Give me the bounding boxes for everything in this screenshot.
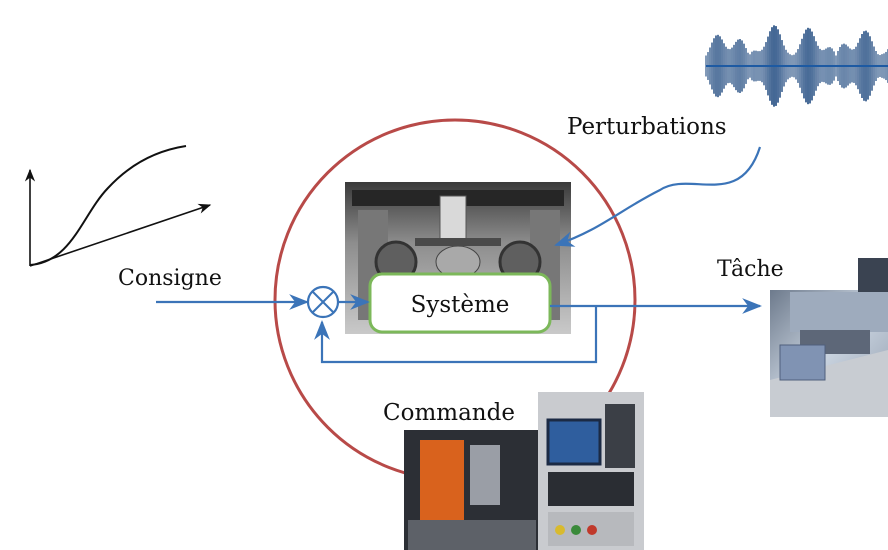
input-label: Consigne bbox=[118, 266, 222, 291]
controller-label-bg bbox=[378, 392, 536, 428]
controller-label: Commande bbox=[383, 400, 515, 426]
summing-junction bbox=[306, 285, 340, 319]
disturbance-arrow bbox=[554, 146, 762, 247]
disturbance-label-bg bbox=[565, 106, 765, 140]
response-curve-graph bbox=[24, 145, 212, 267]
sound-waveform-icon bbox=[705, 25, 888, 107]
system-block bbox=[368, 272, 552, 334]
disturbance-label: Perturbations bbox=[567, 114, 727, 140]
milling-tool-photo bbox=[770, 258, 888, 417]
feedback-loop bbox=[314, 306, 598, 364]
output-label: Tâche bbox=[717, 257, 784, 282]
cnc-control-panel-photo bbox=[404, 392, 644, 550]
system-label: Système bbox=[411, 292, 510, 318]
